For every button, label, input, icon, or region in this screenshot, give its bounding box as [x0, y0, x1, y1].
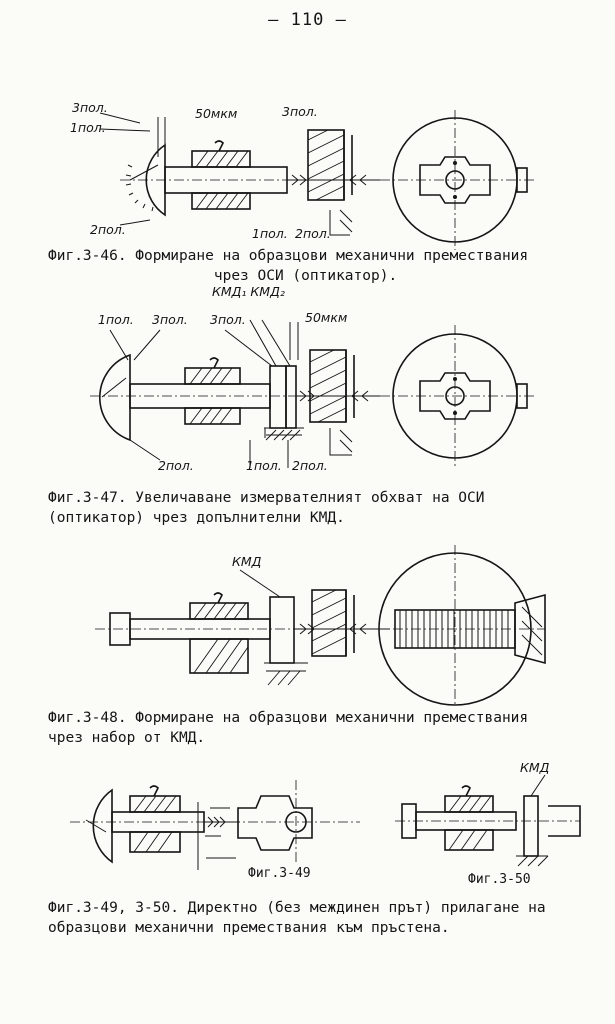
- fig350-label: Фиг.3-50: [468, 872, 531, 887]
- fig347-label-pos2: 2пол.: [158, 458, 194, 473]
- figure-3-48-drawing: [95, 545, 546, 706]
- fig346-label-pos3-left: 3пол.: [72, 100, 108, 115]
- fig346-label-pos2-left: 2пол.: [90, 222, 126, 237]
- fig349-label: Фиг.3-49: [248, 866, 311, 881]
- fig347-label-kmd: КМД₁ КМД₂: [212, 284, 285, 299]
- fig348-caption: Фиг.3-48. Формиране на образцови механич…: [48, 708, 528, 748]
- fig346-label-pos1-left: 1пол.: [70, 120, 106, 135]
- fig348-label-kmd: КМД: [232, 554, 262, 569]
- fig349-350-caption-line-1: Фиг.3-49, 3-50. Директно (без междинен п…: [48, 900, 546, 916]
- fig347-label-pos1-b: 1пол.: [246, 458, 282, 473]
- figure-3-49-3-50-drawing: [70, 774, 581, 870]
- fig347-label-pos3-b: 3пол.: [210, 312, 246, 327]
- fig346-caption-line-1: Фиг.3-46. Формиране на образцови механич…: [48, 248, 529, 264]
- fig346-caption: Фиг.3-46. Формиране на образцови механич…: [48, 246, 528, 286]
- page-number: – 110 –: [268, 10, 347, 30]
- fig347-label-dim: 50мкм: [305, 310, 348, 325]
- fig347-label-pos1: 1пол.: [98, 312, 134, 327]
- fig346-label-pos1-right: 1пол.: [252, 226, 288, 241]
- fig347-caption-line-1: Фиг.3-47. Увеличаване измервателният обх…: [48, 490, 485, 506]
- fig347-label-pos3: 3пол.: [152, 312, 188, 327]
- fig346-label-pos3-right: 3пол.: [282, 104, 318, 119]
- fig348-caption-line-1: Фиг.3-48. Формиране на образцови механич…: [48, 710, 529, 726]
- figure-3-47-drawing: [90, 319, 535, 468]
- fig347-caption: Фиг.3-47. Увеличаване измервателният обх…: [48, 488, 485, 528]
- fig349-350-caption: Фиг.3-49, 3-50. Директно (без междинен п…: [48, 898, 546, 938]
- fig347-label-pos2-b: 2пол.: [292, 458, 328, 473]
- fig349-350-caption-line-2: образцови механични премествания към пръ…: [48, 920, 450, 936]
- fig346-label-dim: 50мкм: [195, 106, 238, 121]
- fig348-caption-line-2: чрез набор от КМД.: [48, 730, 206, 746]
- fig346-caption-line-2: чрез ОСИ (оптикатор).: [48, 268, 398, 284]
- fig346-label-pos2-right: 2пол.: [295, 226, 331, 241]
- figure-3-46-drawing: [99, 110, 535, 250]
- fig347-caption-line-2: (оптикатор) чрез допълнителни КМД.: [48, 510, 345, 526]
- fig350-label-kmd: КМД: [520, 760, 550, 775]
